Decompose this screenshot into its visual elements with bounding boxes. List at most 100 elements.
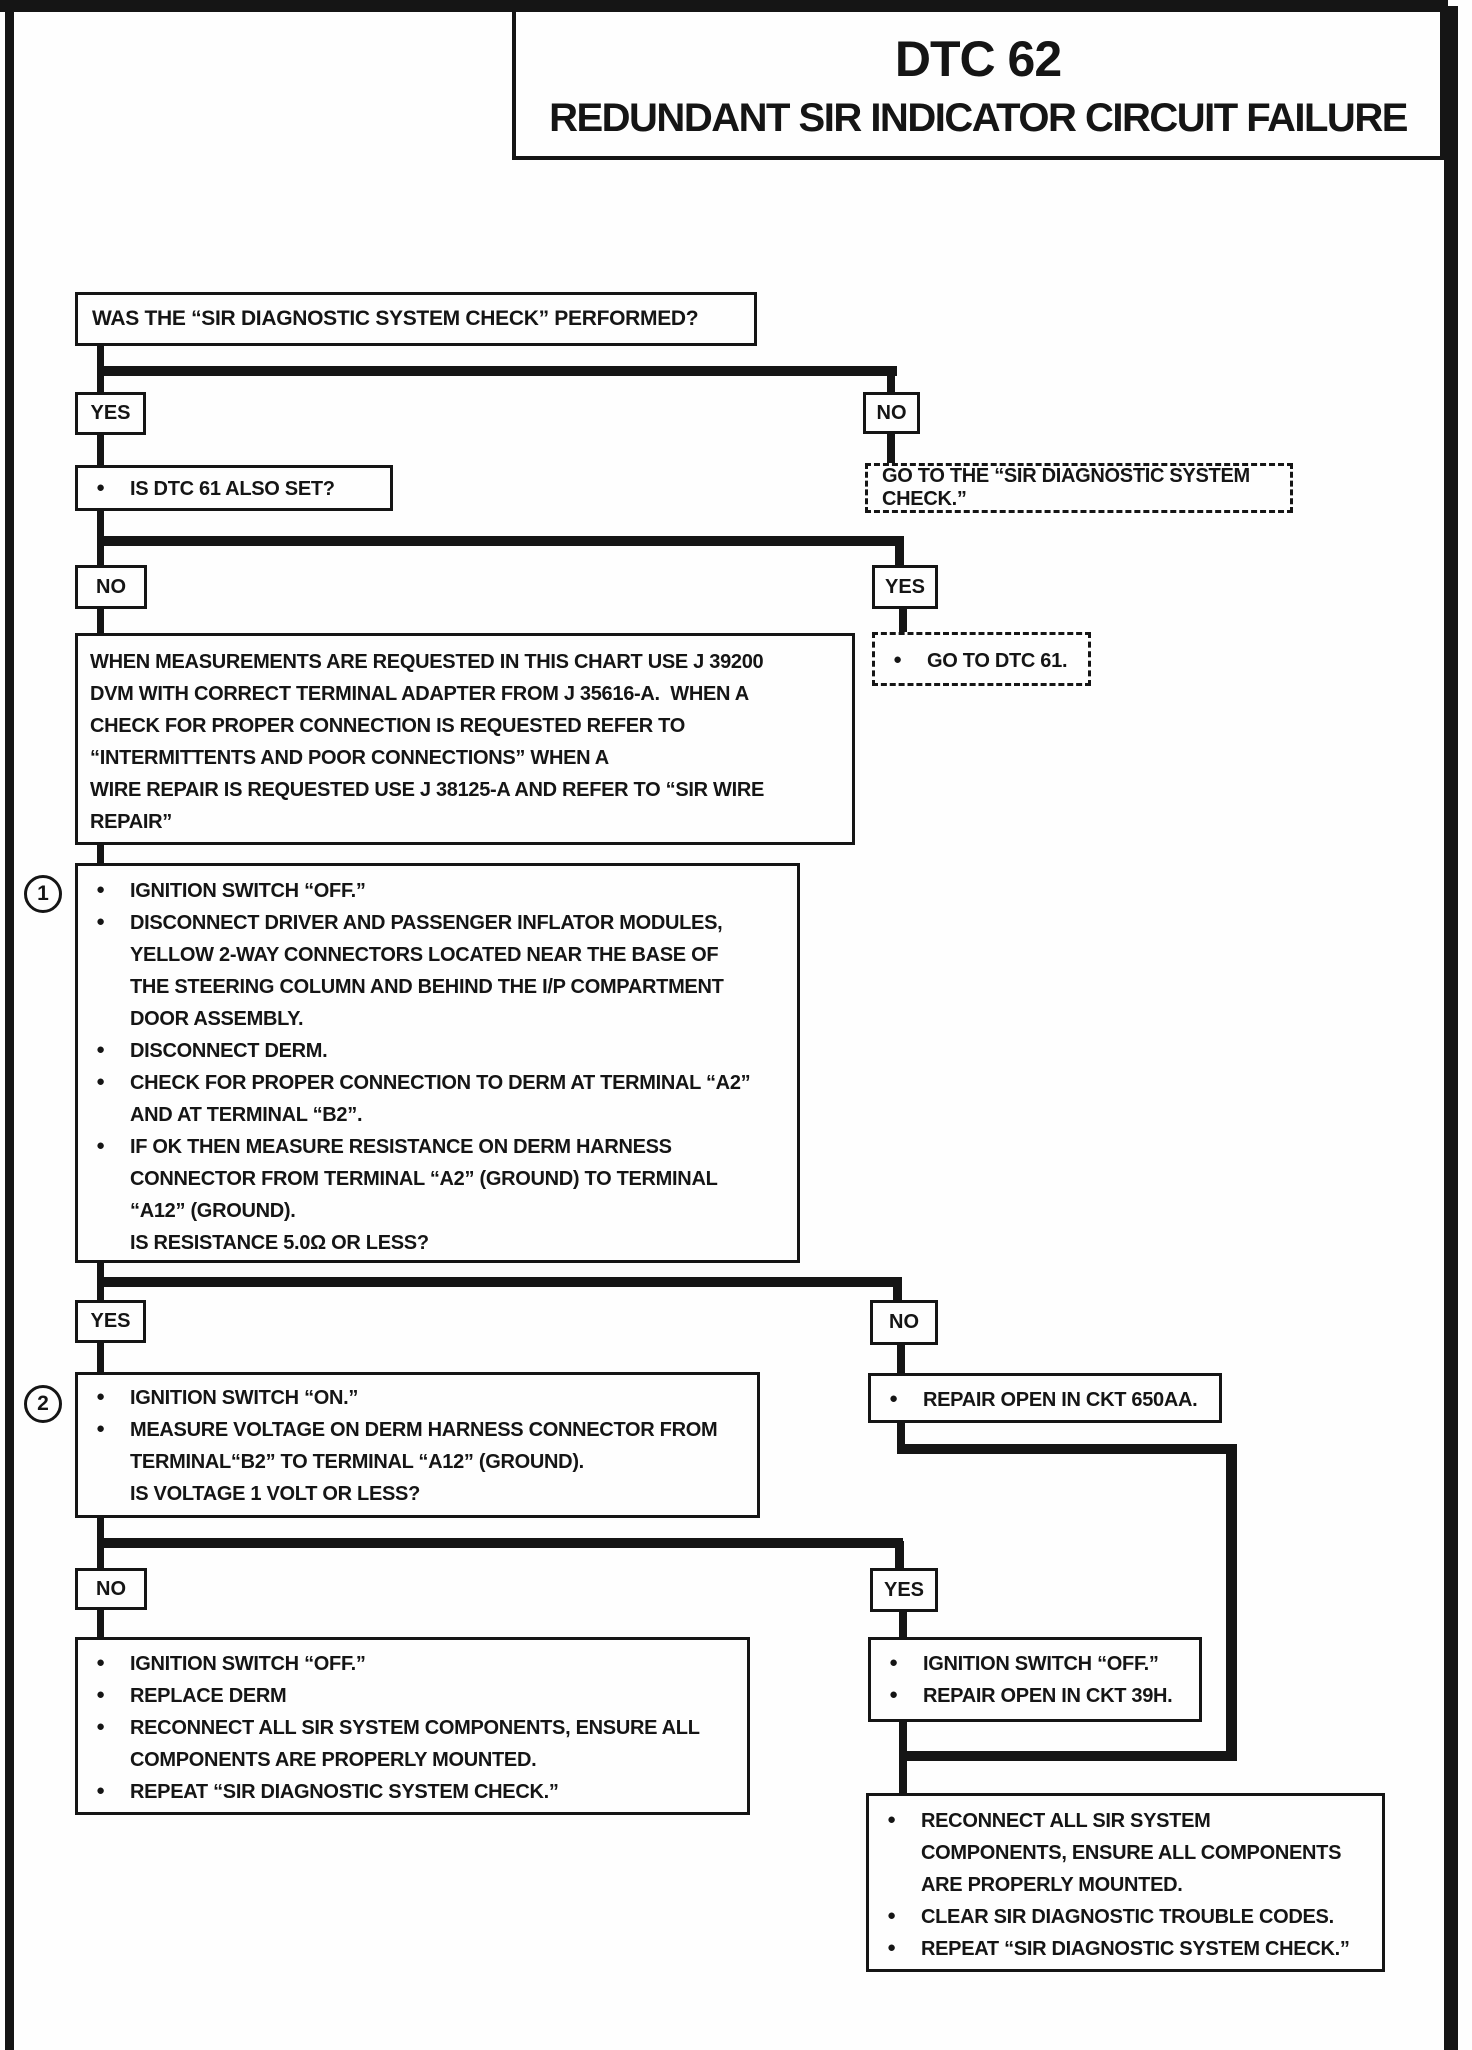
flow-connector xyxy=(97,1547,104,1569)
goto-dtc61-box: ●GO TO DTC 61. xyxy=(872,632,1091,686)
bullet-icon: ● xyxy=(889,1390,898,1407)
text-line: ●REPAIR OPEN IN CKT 39H. xyxy=(877,1680,1193,1712)
text-line: ●GO TO DTC 61. xyxy=(881,645,1082,677)
bullet-icon: ● xyxy=(96,1041,105,1058)
step1-instructions-box: ●IGNITION SWITCH “OFF.”●DISCONNECT DRIVE… xyxy=(75,863,800,1263)
flow-connector xyxy=(97,1518,104,1539)
title-box: DTC 62 REDUNDANT SIR INDICATOR CIRCUIT F… xyxy=(512,8,1444,160)
step2-instructions-box: ●IGNITION SWITCH “ON.”●MEASURE VOLTAGE O… xyxy=(75,1372,760,1518)
text-line: THE STEERING COLUMN AND BEHIND THE I/P C… xyxy=(130,976,724,998)
flow-connector xyxy=(899,1751,1237,1761)
flow-connector xyxy=(899,1722,907,1794)
bullet-icon: ● xyxy=(887,1811,896,1828)
text-line: WHEN MEASUREMENTS ARE REQUESTED IN THIS … xyxy=(90,651,764,673)
repair-ckt650aa-box: ●REPAIR OPEN IN CKT 650AA. xyxy=(868,1373,1222,1423)
bullet-icon: ● xyxy=(96,913,105,930)
text-line: CONNECTOR FROM TERMINAL “A2” (GROUND) TO… xyxy=(130,1168,718,1190)
yes-label: YES xyxy=(872,565,938,609)
text-line: “A12” (GROUND). xyxy=(130,1200,296,1222)
bullet-icon: ● xyxy=(889,1654,898,1671)
flow-connector xyxy=(97,510,104,537)
bullet-icon: ● xyxy=(96,1782,105,1799)
bullet-icon: ● xyxy=(887,1907,896,1924)
flow-connector xyxy=(897,1345,905,1374)
flow-connector xyxy=(97,1538,903,1548)
bullet-icon: ● xyxy=(96,1654,105,1671)
text-line: REPAIR” xyxy=(90,811,172,833)
text-line: “INTERMITTENTS AND POOR CONNECTIONS” WHE… xyxy=(90,747,609,769)
text-line: ●DISCONNECT DRIVER AND PASSENGER INFLATO… xyxy=(84,907,791,939)
text-line: ●IGNITION SWITCH “OFF.” xyxy=(877,1648,1193,1680)
flow-connector xyxy=(899,608,907,633)
text-line: ●IGNITION SWITCH “OFF.” xyxy=(84,1648,741,1680)
flow-connector xyxy=(97,366,897,376)
bullet-icon: ● xyxy=(889,1686,898,1703)
goto-sir-diagnostic-check-box: GO TO THE “SIR DIAGNOSTIC SYSTEM CHECK.” xyxy=(865,463,1293,513)
dtc-code: DTC 62 xyxy=(894,30,1062,87)
bullet-icon: ● xyxy=(893,651,902,668)
flow-connector xyxy=(97,374,104,393)
step1-circle-badge: 1 xyxy=(24,875,62,913)
flow-connector xyxy=(895,1541,904,1569)
text-line: DOOR ASSEMBLY. xyxy=(130,1008,304,1030)
text-line: ●RECONNECT ALL SIR SYSTEM COMPONENTS, EN… xyxy=(84,1712,741,1744)
text-line: ●MEASURE VOLTAGE ON DERM HARNESS CONNECT… xyxy=(84,1414,751,1446)
text-line: ARE PROPERLY MOUNTED. xyxy=(921,1874,1183,1896)
flow-connector xyxy=(97,1286,104,1301)
flow-connector xyxy=(887,433,895,464)
text-line: DVM WITH CORRECT TERMINAL ADAPTER FROM J… xyxy=(90,683,749,705)
text-line: WIRE REPAIR IS REQUESTED USE J 38125-A A… xyxy=(90,779,765,801)
bullet-icon: ● xyxy=(96,1420,105,1437)
flow-connector xyxy=(97,608,104,634)
flow-connector xyxy=(1226,1444,1237,1761)
text-line: ●REPAIR OPEN IN CKT 650AA. xyxy=(877,1384,1213,1416)
yes-label: YES xyxy=(870,1568,938,1612)
bullet-icon: ● xyxy=(96,1073,105,1090)
page-border-left xyxy=(5,0,14,2050)
text-line: ●DISCONNECT DERM. xyxy=(84,1035,791,1067)
bullet-icon: ● xyxy=(96,1137,105,1154)
text-line: CHECK FOR PROPER CONNECTION IS REQUESTED… xyxy=(90,715,685,737)
flow-connector xyxy=(97,435,104,466)
flow-connector xyxy=(897,1444,1237,1454)
repair-ckt39h-box: ●IGNITION SWITCH “OFF.”●REPAIR OPEN IN C… xyxy=(868,1637,1202,1722)
question-text: WAS THE “SIR DIAGNOSTIC SYSTEM CHECK” PE… xyxy=(92,307,699,330)
measurement-note-box: WHEN MEASUREMENTS ARE REQUESTED IN THIS … xyxy=(75,633,855,845)
text-line: COMPONENTS ARE PROPERLY MOUNTED. xyxy=(130,1749,537,1771)
text-line: ●CHECK FOR PROPER CONNECTION TO DERM AT … xyxy=(84,1067,791,1099)
flow-connector xyxy=(97,545,104,566)
question-dtc61-set: ●IS DTC 61 ALSO SET? xyxy=(75,465,393,511)
no-label: NO xyxy=(75,565,147,609)
bullet-icon: ● xyxy=(96,881,105,898)
flow-connector xyxy=(97,1343,104,1373)
text-line: ●REPEAT “SIR DIAGNOSTIC SYSTEM CHECK.” xyxy=(84,1776,741,1808)
text-line: ●IS DTC 61 ALSO SET? xyxy=(84,473,384,505)
text-line: TERMINAL“B2” TO TERMINAL “A12” (GROUND). xyxy=(130,1451,584,1473)
bullet-icon: ● xyxy=(96,1718,105,1735)
text-line: ●RECONNECT ALL SIR SYSTEM xyxy=(875,1805,1376,1837)
text-line: ●REPEAT “SIR DIAGNOSTIC SYSTEM CHECK.” xyxy=(875,1933,1376,1965)
flow-connector xyxy=(887,370,895,393)
flow-connector xyxy=(899,1612,907,1638)
text-line: ●CLEAR SIR DIAGNOSTIC TROUBLE CODES. xyxy=(875,1901,1376,1933)
goto-text: GO TO THE “SIR DIAGNOSTIC SYSTEM CHECK.” xyxy=(882,465,1250,510)
step2-circle-badge: 2 xyxy=(24,1385,62,1423)
text-line: COMPONENTS, ENSURE ALL COMPONENTS xyxy=(921,1842,1342,1864)
text-line: IS VOLTAGE 1 VOLT OR LESS? xyxy=(130,1483,421,1505)
flow-connector xyxy=(97,1262,104,1278)
yes-label: YES xyxy=(75,1300,146,1343)
final-reconnect-box: ●RECONNECT ALL SIR SYSTEM COMPONENTS, ENS… xyxy=(866,1793,1385,1972)
flow-connector xyxy=(97,845,104,864)
page-border-right xyxy=(1444,6,1458,2050)
text-line: AND AT TERMINAL “B2”. xyxy=(130,1104,363,1126)
text-line: YELLOW 2-WAY CONNECTORS LOCATED NEAR THE… xyxy=(130,944,719,966)
bullet-icon: ● xyxy=(887,1939,896,1956)
flow-connector xyxy=(97,536,904,546)
bullet-icon: ● xyxy=(96,1686,105,1703)
no-label: NO xyxy=(870,1300,938,1345)
bullet-icon: ● xyxy=(96,1388,105,1405)
yes-label: YES xyxy=(75,392,146,435)
dtc-name: REDUNDANT SIR INDICATOR CIRCUIT FAILURE xyxy=(549,95,1408,140)
text-line: ●REPLACE DERM xyxy=(84,1680,741,1712)
